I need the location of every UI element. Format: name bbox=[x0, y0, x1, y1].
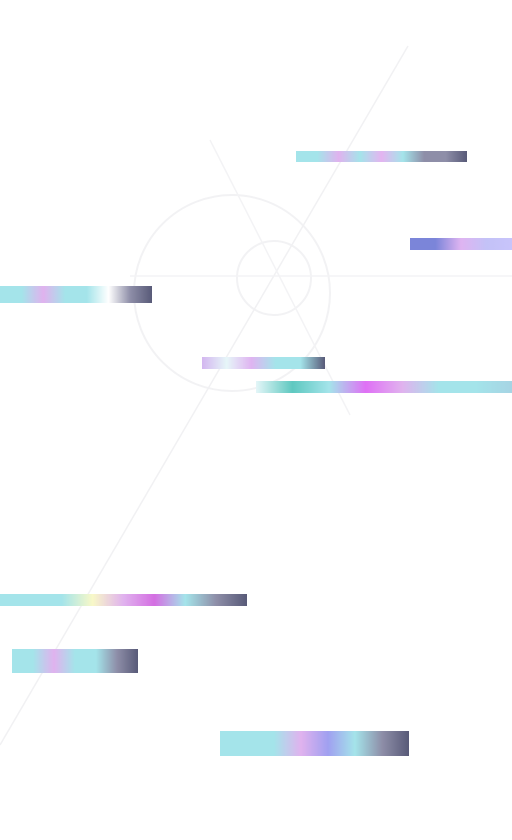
glitch-strip-3 bbox=[0, 286, 152, 303]
glitch-strip-4 bbox=[202, 357, 325, 369]
glitch-strip-1 bbox=[296, 151, 467, 162]
glitch-strip-6 bbox=[0, 594, 247, 606]
glitch-strip-7 bbox=[12, 649, 138, 673]
glitch-strip-2 bbox=[410, 238, 512, 250]
glitch-strip-8 bbox=[220, 731, 409, 756]
glitch-strip-5 bbox=[256, 381, 512, 393]
